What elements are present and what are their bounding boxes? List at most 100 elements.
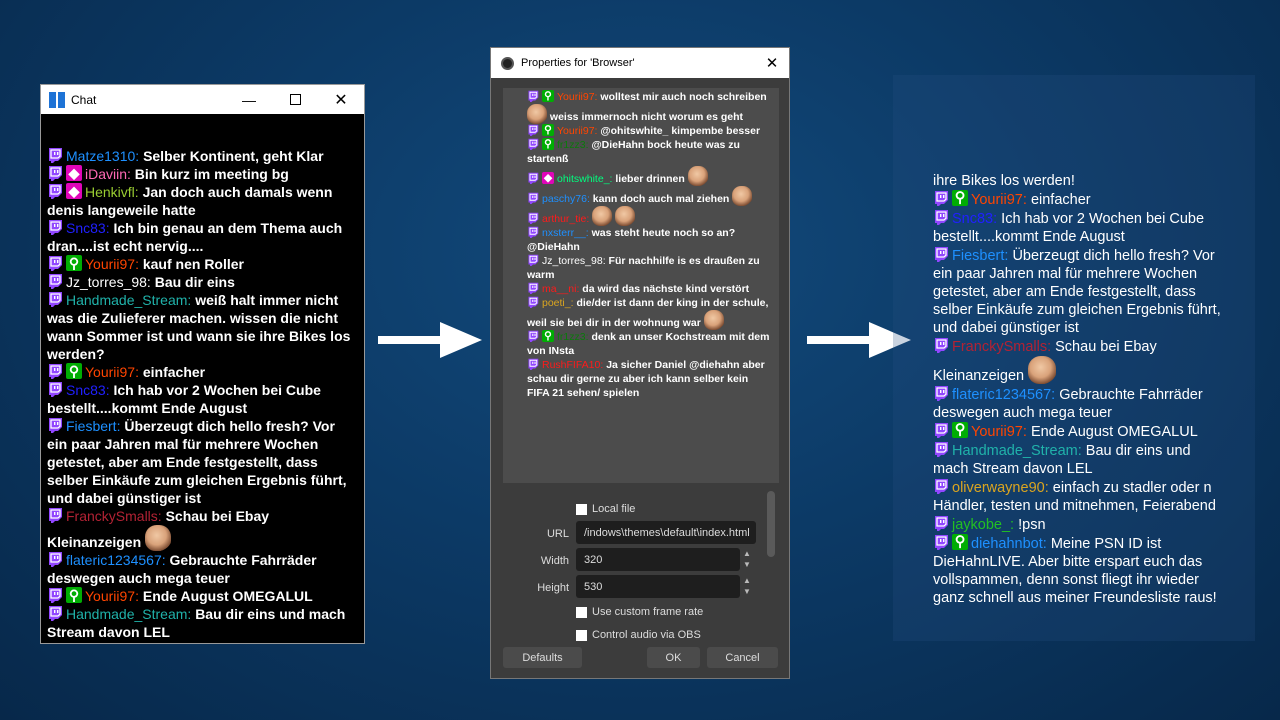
twitch-icon <box>933 515 949 531</box>
twitch-icon <box>47 147 63 163</box>
username[interactable]: Yourii97: <box>971 192 1031 208</box>
minimize-button[interactable]: — <box>242 91 256 108</box>
username[interactable]: Handmade_Stream: <box>66 606 196 622</box>
username[interactable]: iDaviin: <box>85 166 135 182</box>
local-file-checkbox[interactable]: Local file <box>576 503 635 515</box>
maximize-icon <box>289 94 301 105</box>
chat-message: ma__ni: da wird das nächste kind verstör… <box>527 282 773 296</box>
message-text: was steht heute noch so an? @DieHahn <box>527 227 736 253</box>
username[interactable]: fr1zz3: <box>557 139 592 151</box>
message-text: Ende August OMEGALUL <box>142 588 313 604</box>
username[interactable]: Yourii97: <box>85 364 143 380</box>
close-button[interactable]: ✕ <box>765 55 779 72</box>
close-button[interactable]: ✕ <box>334 91 348 109</box>
username[interactable]: Matze1310: <box>66 148 144 164</box>
twitch-icon <box>47 219 63 235</box>
twitch-icon <box>933 385 949 401</box>
chat-message: ⚲Yourii97: @ohitswhite_ kimpembe besser <box>527 124 773 138</box>
moderator-badge-icon: ⚲ <box>952 422 968 438</box>
ok-button[interactable]: OK <box>647 647 700 668</box>
width-stepper[interactable]: ▲▼ <box>743 549 751 569</box>
username[interactable]: paschy76: <box>542 193 593 205</box>
cancel-button[interactable]: Cancel <box>707 647 778 668</box>
properties-dialog: Properties for 'Browser' ✕ ⚲Yourii97: wo… <box>490 47 790 679</box>
width-input[interactable]: 320 <box>576 548 740 571</box>
username[interactable]: fr1zz3: <box>557 331 592 343</box>
moderator-badge-icon: ⚲ <box>542 330 554 342</box>
username[interactable]: Yourii97: <box>85 256 143 272</box>
twitch-icon <box>47 587 63 603</box>
username[interactable]: Snc83: <box>66 220 114 236</box>
chat-message: ⚲Yourii97: wolltest mir auch noch schrei… <box>527 90 773 124</box>
face-emote-icon <box>732 186 753 206</box>
username[interactable]: Fiesbert: <box>952 248 1013 264</box>
window-title: Chat <box>71 92 97 107</box>
defaults-button[interactable]: Defaults <box>503 647 582 668</box>
local-file-label: Local file <box>592 503 636 515</box>
username[interactable]: nxsterr__: <box>542 227 592 239</box>
username[interactable]: Jz_torres_98: <box>542 255 609 267</box>
twitch-icon <box>527 330 539 342</box>
username[interactable]: poeti_: <box>542 297 577 309</box>
chat-message: ⚲diehahnbot: Meine PSN ID ist DieHahnLIV… <box>933 534 1225 607</box>
chat-message: Jz_torres_98: Für nachhilfe is es drauße… <box>527 254 773 282</box>
twitch-icon <box>527 254 539 266</box>
username[interactable]: Yourii97: <box>557 91 601 103</box>
height-stepper[interactable]: ▲▼ <box>743 576 751 596</box>
chat-message: ◆iDaviin: Bin kurz im meeting bg <box>47 165 358 183</box>
username[interactable]: RushFIFA10: <box>542 359 607 371</box>
username[interactable]: Handmade_Stream: <box>66 292 196 308</box>
username[interactable]: Henkivfl: <box>85 184 143 200</box>
message-text: Für nachhilfe is es draußen zu warm <box>527 255 760 281</box>
twitch-icon <box>47 507 63 523</box>
chat-message: arthur_tie: <box>527 206 773 226</box>
chat-message: Fiesbert: Überzeugt dich hello fresh? Vo… <box>47 417 358 507</box>
username[interactable]: FranckySmalls: <box>952 339 1056 355</box>
chat-message: ⚲Yourii97: einfacher <box>47 363 358 381</box>
message-text: Schau bei Ebay Kleinanzeigen <box>933 339 1157 384</box>
control-audio-checkbox[interactable]: Control audio via OBS <box>576 629 701 641</box>
message-text: einfacher <box>142 364 206 380</box>
username[interactable]: FranckySmalls: <box>66 508 166 524</box>
browser-preview: ⚲Yourii97: wolltest mir auch noch schrei… <box>503 88 779 483</box>
chat-message: Fiesbert: Überzeugt dich hello fresh? Vo… <box>933 246 1225 337</box>
chat-message: Jz_torres_98: Bau dir eins <box>47 273 358 291</box>
username[interactable]: oliverwayne90: <box>952 480 1053 496</box>
username[interactable]: Yourii97: <box>85 588 143 604</box>
message-text: lieber drinnen <box>615 173 688 185</box>
moderator-badge-icon: ⚲ <box>66 587 82 603</box>
url-input[interactable]: /indows\themes\default\index.html <box>576 521 756 544</box>
message-text: Selber Kontinent, geht Klar <box>143 148 324 164</box>
control-audio-label: Control audio via OBS <box>592 629 701 641</box>
subscriber-badge-icon: ◆ <box>66 165 82 181</box>
height-input[interactable]: 530 <box>576 575 740 598</box>
username[interactable]: Yourii97: <box>971 424 1031 440</box>
chat-message: Snc83: Ich bin genau an dem Thema auch d… <box>47 219 358 255</box>
face-emote-icon <box>1028 356 1057 384</box>
username[interactable]: ma__ni: <box>542 283 583 295</box>
username[interactable]: arthur_tie: <box>542 213 593 225</box>
username[interactable]: ohitswhite_: <box>557 173 616 185</box>
username[interactable]: flateric1234567: <box>952 387 1060 403</box>
message-text: Überzeugt dich hello fresh? Vor ein paar… <box>47 418 347 506</box>
username[interactable]: Snc83: <box>952 211 1002 227</box>
username[interactable]: diehahnbot: <box>971 536 1051 552</box>
message-text: die/der ist dann der king in der schule,… <box>527 297 769 329</box>
message-text: Überzeugt dich hello fresh? Vor ein paar… <box>933 248 1221 336</box>
custom-frame-rate-checkbox[interactable]: Use custom frame rate <box>576 606 703 618</box>
username[interactable]: flateric1234567: <box>66 552 170 568</box>
face-emote-icon <box>145 525 172 551</box>
moderator-badge-icon: ⚲ <box>542 124 554 136</box>
chat-window: Chat — ✕ Matze1310: Selber Kontinent, ge… <box>40 84 365 644</box>
username[interactable]: Jz_torres_98: <box>66 274 155 290</box>
username[interactable]: Fiesbert: <box>66 418 125 434</box>
username[interactable]: jaykobe_: <box>952 517 1019 533</box>
custom-frame-rate-label: Use custom frame rate <box>592 606 704 618</box>
maximize-button[interactable] <box>272 94 318 105</box>
username[interactable]: Yourii97: <box>557 125 601 137</box>
scrollbar[interactable] <box>767 491 775 557</box>
username[interactable]: Snc83: <box>66 382 114 398</box>
username[interactable]: Handmade_Stream: <box>952 443 1086 459</box>
chat-overlay: ihre Bikes los werden! ⚲Yourii97: einfac… <box>893 75 1255 641</box>
chat-messages[interactable]: Matze1310: Selber Kontinent, geht Klar ◆… <box>41 114 364 643</box>
